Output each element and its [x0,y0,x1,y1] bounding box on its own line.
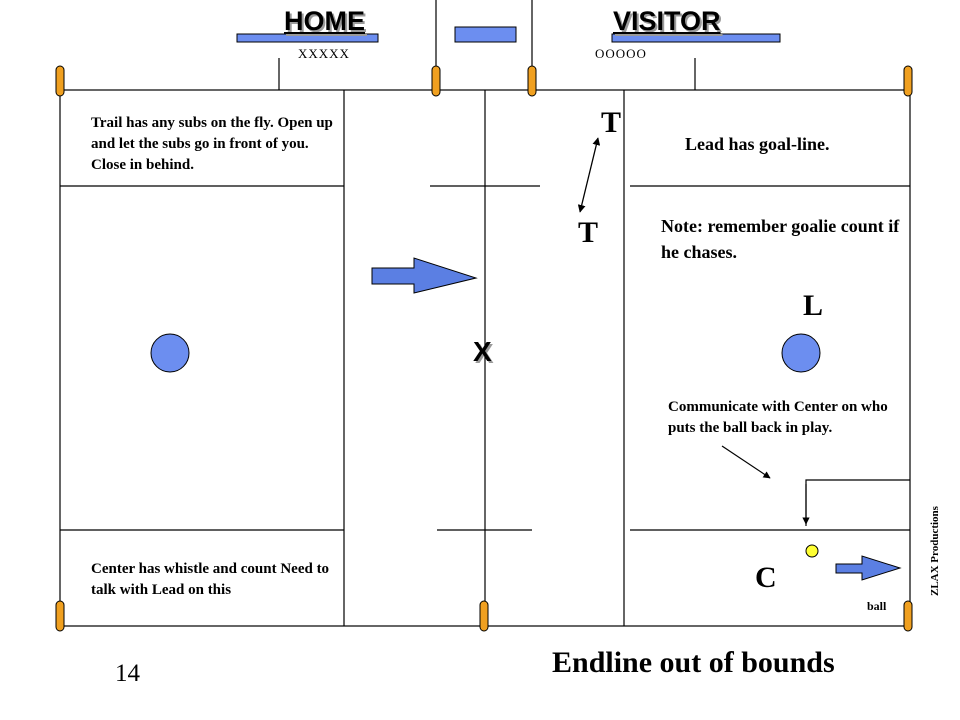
lead-note: Lead has goal-line. [685,134,830,154]
slide-number: 14 [115,660,140,687]
visitor-bench-players: OOOOO [595,46,647,61]
pylon [55,600,65,632]
lead-official: L [803,289,824,322]
pylon [479,600,489,632]
ball-direction-arrow-icon [835,555,902,581]
trail-swap-arrow-icon [577,137,601,213]
pylon [527,65,537,97]
pylon [903,600,913,632]
trail-official-mid: T [578,216,599,249]
ball-label: ball [867,599,887,613]
goalie-note: Note: remember goalie count if he chases… [661,216,900,262]
trail-official-top: T [601,106,622,139]
center-official: C [755,561,777,594]
trail-note: Trail has any subs on the fly. Open up a… [91,115,333,173]
movement-arrow-icon [371,257,478,294]
pylon [431,65,441,97]
home-bench-bar [236,33,379,43]
restart-box-lines [805,479,910,526]
credit-text: ZLAX Productions [929,506,941,596]
visitor-label: VISITOR [613,6,721,36]
home-bench-players: XXXXX [298,46,350,61]
ball [805,544,819,558]
pylon [55,65,65,97]
left-goal [150,333,190,373]
pylons [55,65,913,632]
home-label: HOME [284,6,365,36]
x-mark: X [473,336,492,367]
slide-title: Endline out of bounds [552,646,835,679]
right-goal [781,333,821,373]
visitor-bench-bar [611,33,781,43]
communicate-pointer-arrow-icon [721,445,771,479]
scorer-table-bar [454,26,517,43]
center-note: Center has whistle and count Need to tal… [91,561,330,598]
pylon [903,65,913,97]
communicate-note: Communicate with Center on who puts the … [668,399,888,436]
